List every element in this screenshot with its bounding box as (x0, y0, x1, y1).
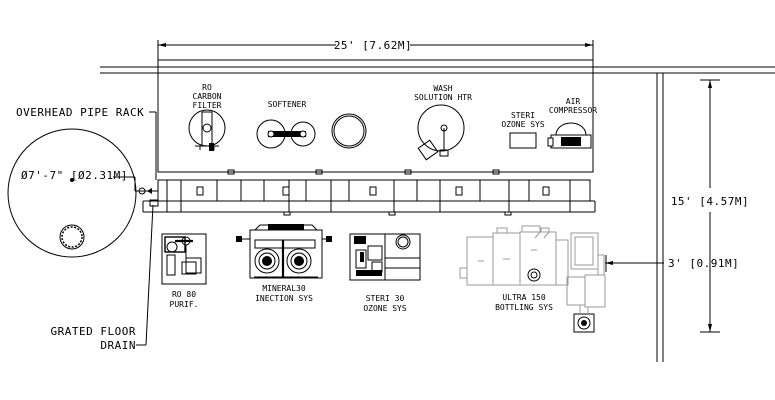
height-dimension-label: 15' [4.57M] (671, 195, 749, 208)
mineral30-label-2: INECTION SYS (255, 294, 313, 303)
storage-tank-small (331, 113, 367, 149)
mineral30-label-1: MINERAL30 (262, 284, 306, 293)
floor-drain-label-1: GRATED FLOOR (51, 325, 136, 338)
offset-dimension: 3' [0.91M] (605, 255, 739, 272)
ro-carbon-label-3: FILTER (193, 101, 222, 110)
width-dimension: 25' [7.62M] (157, 39, 594, 160)
pipe-rack-callout: OVERHEAD PIPE RACK (16, 106, 157, 180)
ro80-label-2: PURIF. (170, 300, 199, 309)
floor-drain-label-2: DRAIN (100, 339, 136, 352)
offset-dimension-label: 3' [0.91M] (668, 257, 739, 270)
wash-solution-heater: WASH SOLUTION HTR (414, 84, 472, 161)
building-walls (100, 66, 775, 362)
ro-carbon-filter: RO CARBON FILTER (188, 83, 226, 151)
upper-equipment-panel (157, 59, 594, 175)
large-storage-tank: Ø7'-7" [Ø2.31M] (7, 128, 158, 258)
ultra150-label-2: BOTTLING SYS (495, 303, 553, 312)
ultra150-bottling-system: ULTRA 150 BOTTLING SYS (459, 225, 606, 333)
ro-carbon-label-1: RO (202, 83, 212, 92)
wash-htr-label-1: WASH (433, 84, 452, 93)
softener-label: SOFTENER (268, 100, 307, 109)
air-compressor: AIR COMPRESSOR (547, 97, 597, 149)
air-compressor-label-2: COMPRESSOR (549, 106, 597, 115)
ro80-purifier: RO 80 PURIF. (161, 233, 207, 309)
steri30-ozone-system: STERI 30 OZONE SYS (349, 233, 421, 313)
pipe-rack-label: OVERHEAD PIPE RACK (16, 106, 144, 119)
air-compressor-label-1: AIR (566, 97, 581, 106)
mineral30-injection-system: MINERAL30 INECTION SYS (236, 224, 332, 303)
steri-ozone-label-1: STERI (511, 111, 535, 120)
steri-ozone-unit: STERI OZONE SYS (501, 111, 545, 149)
width-dimension-label: 25' [7.62M] (334, 39, 412, 52)
overhead-pipe-rack (142, 179, 596, 216)
floor-drain-callout: GRATED FLOOR DRAIN (51, 199, 159, 352)
ultra150-label-1: ULTRA 150 (502, 293, 546, 302)
steri-ozone-label-2: OZONE SYS (501, 120, 545, 129)
steri30-label-1: STERI 30 (366, 294, 405, 303)
ro-carbon-label-2: CARBON (193, 92, 222, 101)
wash-htr-label-2: SOLUTION HTR (414, 93, 472, 102)
height-dimension: 15' [4.57M] (671, 79, 749, 333)
ro80-label-1: RO 80 (172, 290, 196, 299)
tank-diameter-label: Ø7'-7" [Ø2.31M] (21, 169, 128, 182)
softener: SOFTENER (256, 100, 316, 149)
steri30-label-2: OZONE SYS (363, 304, 407, 313)
